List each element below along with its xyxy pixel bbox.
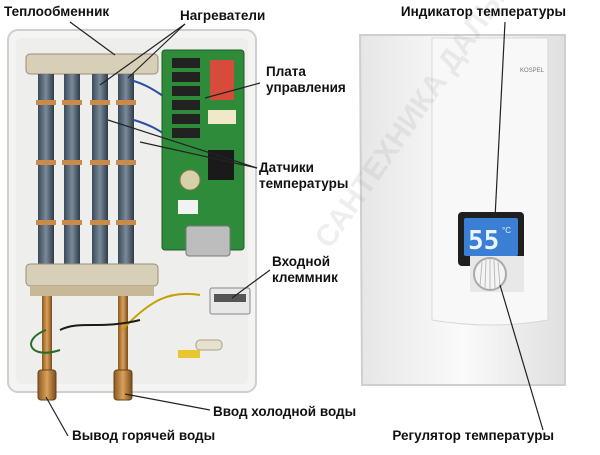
- hot-water-fitting: [37, 369, 57, 401]
- knob-grip: [479, 259, 501, 289]
- input-terminal-screws: [214, 294, 246, 302]
- cable-gland: [195, 339, 223, 351]
- label-temp-indicator: Индикатор температуры: [400, 4, 566, 19]
- leader-heaters-2: [99, 23, 186, 86]
- label-hot-water-outlet: Вывод горячей воды: [72, 428, 216, 443]
- label-control-board-1: Плата: [266, 64, 306, 79]
- label-heat-exchanger: Теплообменник: [4, 4, 110, 19]
- heat-exchanger-bottom: [25, 263, 159, 287]
- warning-sticker: [178, 350, 200, 358]
- cold-water-fitting: [113, 369, 133, 401]
- label-cold-water-inlet: Ввод холодной воды: [213, 404, 357, 419]
- label-terminal-2: клеммник: [272, 270, 338, 285]
- hot-water-pipe: [42, 296, 52, 376]
- leader-temp-indicator: [494, 21, 506, 219]
- relay-block: [172, 58, 200, 138]
- board-components: [178, 60, 236, 214]
- label-terminal-1: Входной: [272, 254, 331, 269]
- bottom-header-band: [30, 286, 154, 296]
- leader-sensors-2: [139, 141, 258, 169]
- heat-exchanger-tube: [38, 74, 54, 264]
- leader-sensors: [107, 119, 258, 169]
- leader-cold-water: [124, 393, 211, 411]
- brand-logo: KOSPEL: [520, 68, 545, 74]
- tube-clips: [36, 100, 136, 225]
- label-sensors-1: Датчики: [259, 160, 314, 175]
- label-heaters: Нагреватели: [180, 8, 266, 23]
- temperature-display: [464, 218, 518, 256]
- leader-lines: [45, 21, 544, 437]
- heat-exchanger-tube: [92, 74, 108, 264]
- leader-control-board: [204, 82, 261, 99]
- leader-heat-exchanger: [69, 21, 116, 56]
- label-sensors-2: температуры: [259, 176, 349, 191]
- heat-exchanger-tube: [64, 74, 80, 264]
- label-control-board-2: управления: [266, 80, 346, 95]
- leader-hot-water: [45, 396, 69, 437]
- label-temp-regulator: Регулятор температуры: [392, 428, 554, 443]
- heat-exchanger-tube: [118, 74, 134, 264]
- leader-temp-regulator: [499, 284, 544, 431]
- leader-heaters-1: [127, 23, 186, 79]
- display-unit: °C: [502, 226, 511, 235]
- leader-terminal: [231, 269, 271, 299]
- cold-water-pipe: [118, 296, 128, 376]
- transformer: [185, 225, 231, 257]
- display-value: 55: [468, 226, 499, 256]
